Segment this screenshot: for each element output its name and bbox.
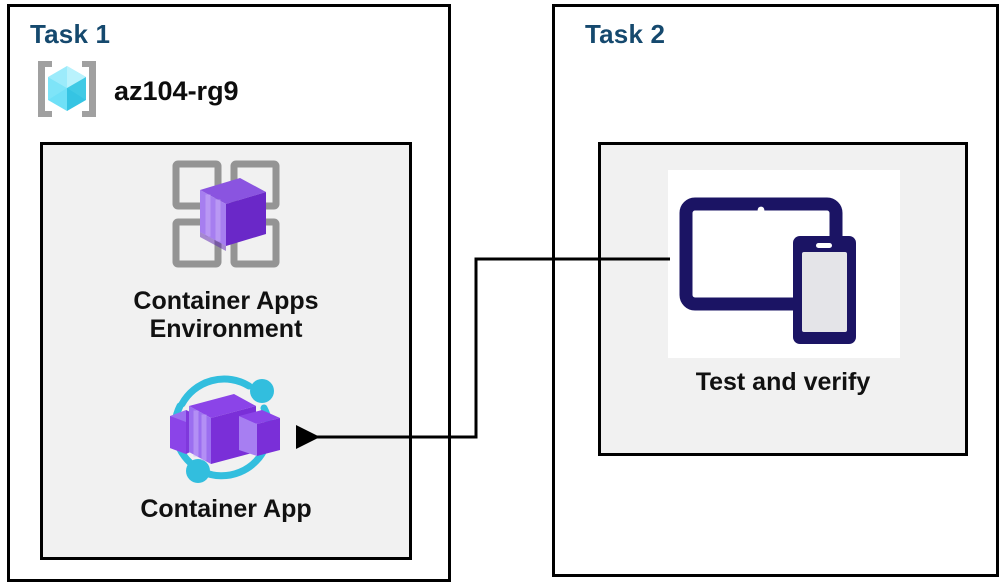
container-apps-environment-tile: Container Apps Environment: [40, 152, 412, 343]
resource-group-header: az104-rg9: [34, 58, 239, 125]
task-1-label: Task 1: [30, 19, 111, 49]
test-and-verify-devices-icon: [668, 197, 900, 362]
test-and-verify-label: Test and verify: [695, 368, 871, 396]
container-apps-environment-icon: [164, 152, 288, 281]
test-and-verify-card: [668, 170, 900, 358]
container-app-label: Container App: [140, 495, 312, 523]
resource-group-name: az104-rg9: [114, 76, 239, 106]
container-app-tile: Container App: [40, 372, 412, 523]
task-2-label: Task 2: [585, 19, 666, 49]
container-apps-environment-label: Container Apps Environment: [133, 287, 319, 343]
resource-group-icon: [34, 58, 100, 125]
container-app-icon: [156, 372, 296, 489]
